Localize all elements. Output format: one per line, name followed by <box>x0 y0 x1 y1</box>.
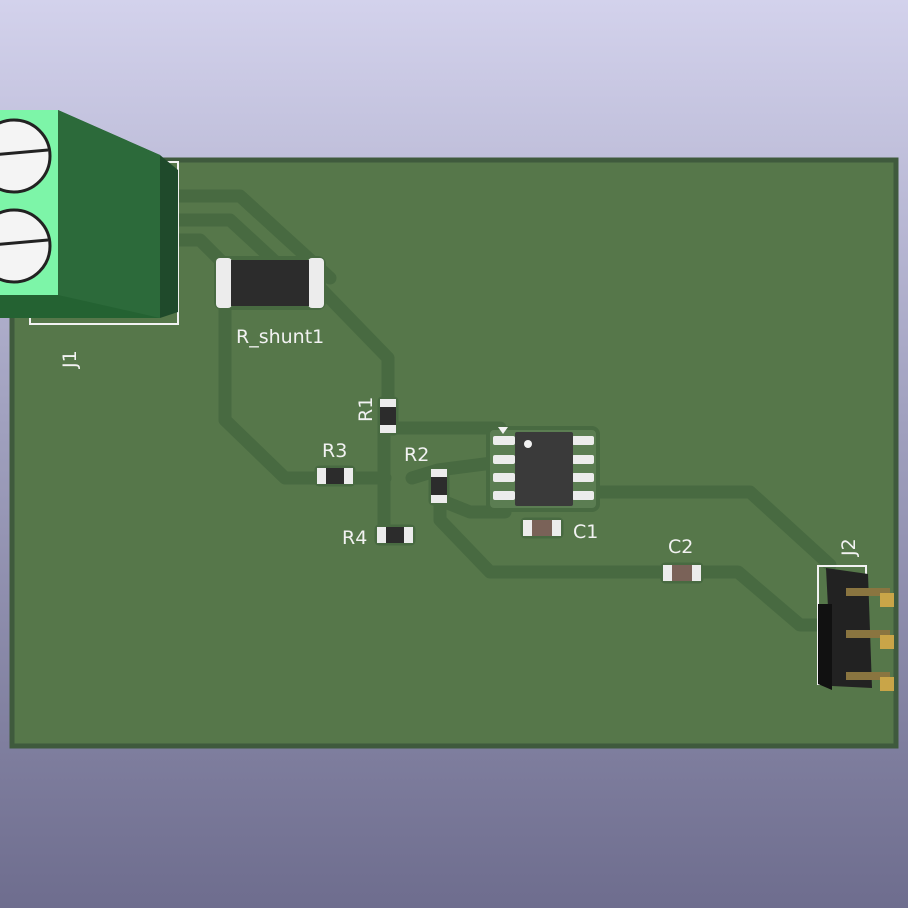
r-shunt1-label: R_shunt1 <box>236 326 324 348</box>
r-shunt1[interactable] <box>214 256 326 310</box>
r1-label: R1 <box>355 397 377 422</box>
r1-resistor[interactable] <box>377 396 399 436</box>
c2-capacitor[interactable] <box>660 562 704 584</box>
c1-label: C1 <box>573 521 598 543</box>
j1-terminal-block[interactable] <box>0 110 179 325</box>
r3-resistor[interactable] <box>314 465 356 487</box>
r4-label: R4 <box>342 527 367 549</box>
pin1-marker-icon <box>498 427 508 434</box>
j1-label: J1 <box>59 350 81 369</box>
j2-pin-header[interactable] <box>817 565 894 691</box>
r2-resistor[interactable] <box>428 466 450 506</box>
screw-icon[interactable] <box>0 118 52 194</box>
r4-resistor[interactable] <box>374 524 416 546</box>
c1-capacitor[interactable] <box>520 517 564 539</box>
u1-ic[interactable] <box>486 426 600 512</box>
screw-icon[interactable] <box>0 208 52 284</box>
c2-label: C2 <box>668 536 693 558</box>
r2-label: R2 <box>404 444 429 466</box>
r3-label: R3 <box>322 440 347 462</box>
j2-label: J2 <box>838 538 860 557</box>
